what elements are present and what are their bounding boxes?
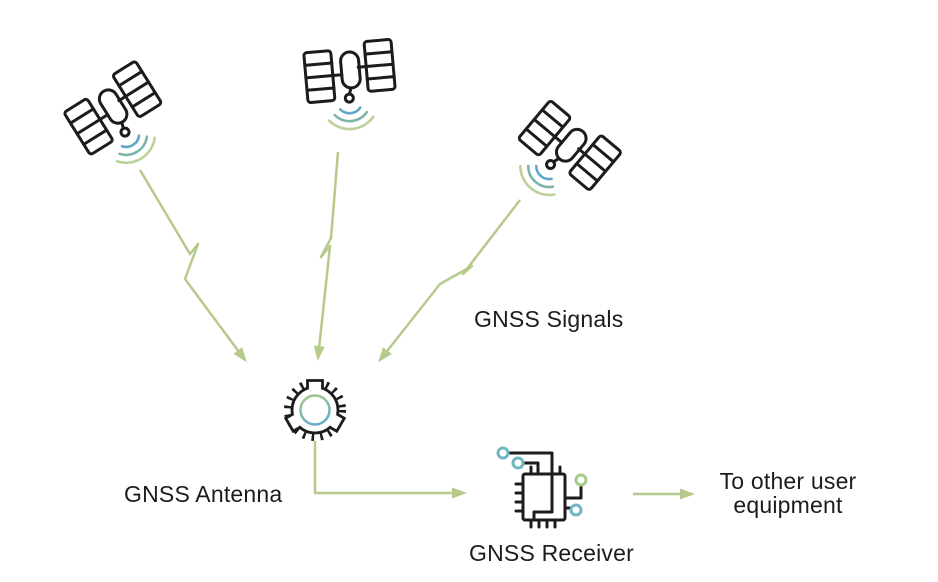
antenna-tab-top [306,379,324,389]
output-equipment-label: To other user equipment [703,469,873,517]
gnss-receiver-chip-icon [496,446,588,529]
signal-arrow-1 [138,169,247,363]
antenna-radial-ticks [284,379,346,441]
antenna-feed-dot [545,158,557,170]
satellite-icon [517,99,622,197]
satellite-icon [302,38,397,131]
satellite-body-group [63,60,163,156]
chip-pins [514,465,562,529]
antenna-to-receiver-connector [313,441,467,499]
trace-node [574,473,588,487]
satellite-icon [63,60,163,165]
antenna-element-ring [299,394,331,426]
antenna-feed-dot [119,126,131,138]
satellite-body-group [302,38,397,105]
trace-node [496,446,510,460]
signal-waves [115,134,157,165]
gnss-antenna-icon [283,379,347,441]
satellite-bus [339,50,362,90]
gnss-antenna-label: GNSS Antenna [124,481,283,507]
output-equipment-line2: equipment [733,492,843,519]
signal-arrow-3 [378,199,521,363]
gnss-receiver-label: GNSS Receiver [469,540,634,566]
trace-node [511,456,525,470]
antenna-tab-lower-left [283,412,302,434]
output-equipment-line1: To other user [719,468,857,494]
antenna-tab-lower-right [328,412,347,434]
trace-node [569,503,583,517]
signal-arrow-2 [313,151,340,361]
panel-struts [331,65,368,77]
signal-waves [327,106,375,131]
gnss-signals-label: GNSS Signals [474,306,624,332]
antenna-feed-dot [343,92,355,104]
signal-waves [519,164,556,197]
satellite-body-group [517,99,622,191]
circuit-traces [506,451,583,522]
